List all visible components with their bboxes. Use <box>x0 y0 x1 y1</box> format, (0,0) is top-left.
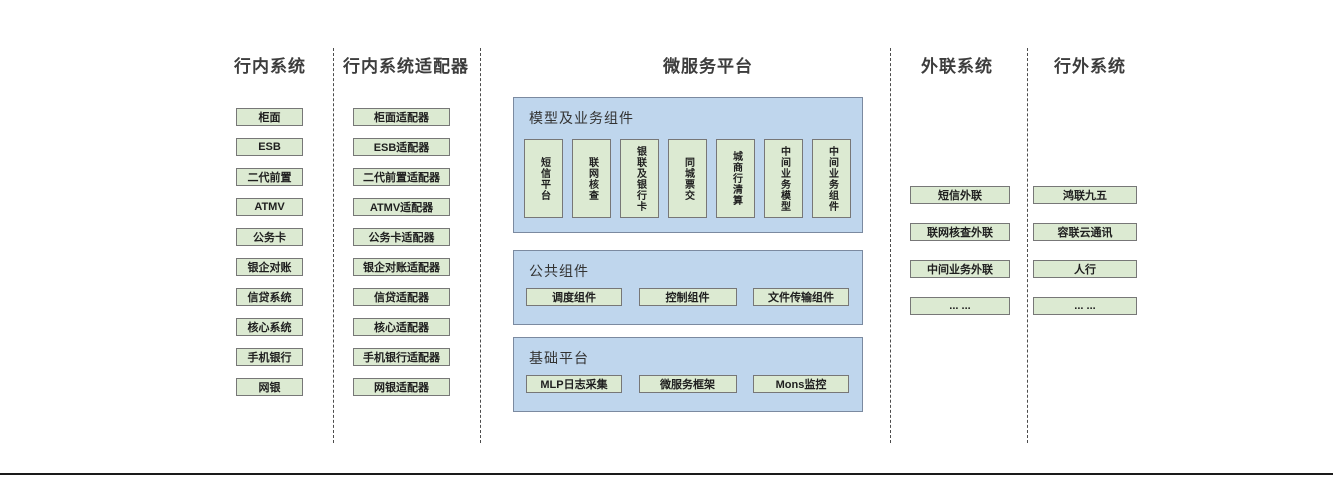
system-box: 核心系统 <box>236 318 303 336</box>
adapter-box: 公务卡适配器 <box>353 228 450 246</box>
adapter-box: 二代前置适配器 <box>353 168 450 186</box>
column-divider <box>1027 48 1028 443</box>
outside-box: 容联云通讯 <box>1033 223 1137 241</box>
system-box: ESB <box>236 138 303 156</box>
external-link-systems-list: 短信外联 联网核查外联 中间业务外联 ... ... <box>910 186 1010 315</box>
column-divider <box>333 48 334 443</box>
system-box: 二代前置 <box>236 168 303 186</box>
component-box: 城商行清算 <box>716 139 755 218</box>
external-box: 中间业务外联 <box>910 260 1010 278</box>
component-box: 短信平台 <box>524 139 563 218</box>
column-divider <box>890 48 891 443</box>
component-row: 调度组件 控制组件 文件传输组件 <box>526 288 849 306</box>
column-divider <box>480 48 481 443</box>
column-header-internal-adapters: 行内系统适配器 <box>343 57 469 76</box>
component-box: 微服务框架 <box>638 375 737 393</box>
component-row: 短信平台 联网核查 银联及银行卡 同城票交 城商行清算 中间业务模型 中间业务组… <box>524 139 851 218</box>
component-box: 控制组件 <box>638 288 737 306</box>
column-header-internal-systems: 行内系统 <box>234 57 306 76</box>
component-box: 文件传输组件 <box>753 288 849 306</box>
component-box: 调度组件 <box>526 288 622 306</box>
panel-title: 基础平台 <box>529 350 589 366</box>
adapter-box: 柜面适配器 <box>353 108 450 126</box>
panel-title: 模型及业务组件 <box>529 110 634 126</box>
outside-box: 人行 <box>1033 260 1137 278</box>
bottom-rule <box>0 473 1333 475</box>
panel-common-components: 公共组件 调度组件 控制组件 文件传输组件 <box>513 250 863 325</box>
component-box: 中间业务组件 <box>812 139 851 218</box>
system-box: 手机银行 <box>236 348 303 366</box>
component-row: MLP日志采集 微服务框架 Mons监控 <box>526 375 849 393</box>
panel-model-business-components: 模型及业务组件 短信平台 联网核查 银联及银行卡 同城票交 城商行清算 中间业务… <box>513 97 863 233</box>
column-header-microservice-platform: 微服务平台 <box>663 57 753 76</box>
panel-title: 公共组件 <box>529 263 589 279</box>
system-box: 银企对账 <box>236 258 303 276</box>
external-box: 短信外联 <box>910 186 1010 204</box>
system-box: 公务卡 <box>236 228 303 246</box>
outside-box: 鸿联九五 <box>1033 186 1137 204</box>
component-box: 联网核查 <box>572 139 611 218</box>
adapter-box: 银企对账适配器 <box>353 258 450 276</box>
system-box: 信贷系统 <box>236 288 303 306</box>
adapter-box: 信贷适配器 <box>353 288 450 306</box>
component-box: 银联及银行卡 <box>620 139 659 218</box>
system-box: 网银 <box>236 378 303 396</box>
column-header-external-link-systems: 外联系统 <box>921 57 993 76</box>
adapter-box: ESB适配器 <box>353 138 450 156</box>
external-box: ... ... <box>910 297 1010 315</box>
component-box: 中间业务模型 <box>764 139 803 218</box>
system-box: 柜面 <box>236 108 303 126</box>
adapter-box: ATMV适配器 <box>353 198 450 216</box>
column-header-outside-systems: 行外系统 <box>1054 57 1126 76</box>
component-box: 同城票交 <box>668 139 707 218</box>
panel-base-platform: 基础平台 MLP日志采集 微服务框架 Mons监控 <box>513 337 863 412</box>
outside-systems-list: 鸿联九五 容联云通讯 人行 ... ... <box>1033 186 1137 315</box>
internal-adapters-list: 柜面适配器 ESB适配器 二代前置适配器 ATMV适配器 公务卡适配器 银企对账… <box>353 108 450 396</box>
internal-systems-list: 柜面 ESB 二代前置 ATMV 公务卡 银企对账 信贷系统 核心系统 手机银行… <box>236 108 303 396</box>
adapter-box: 手机银行适配器 <box>353 348 450 366</box>
outside-box: ... ... <box>1033 297 1137 315</box>
external-box: 联网核查外联 <box>910 223 1010 241</box>
component-box: MLP日志采集 <box>526 375 622 393</box>
adapter-box: 核心适配器 <box>353 318 450 336</box>
adapter-box: 网银适配器 <box>353 378 450 396</box>
component-box: Mons监控 <box>753 375 849 393</box>
system-box: ATMV <box>236 198 303 216</box>
